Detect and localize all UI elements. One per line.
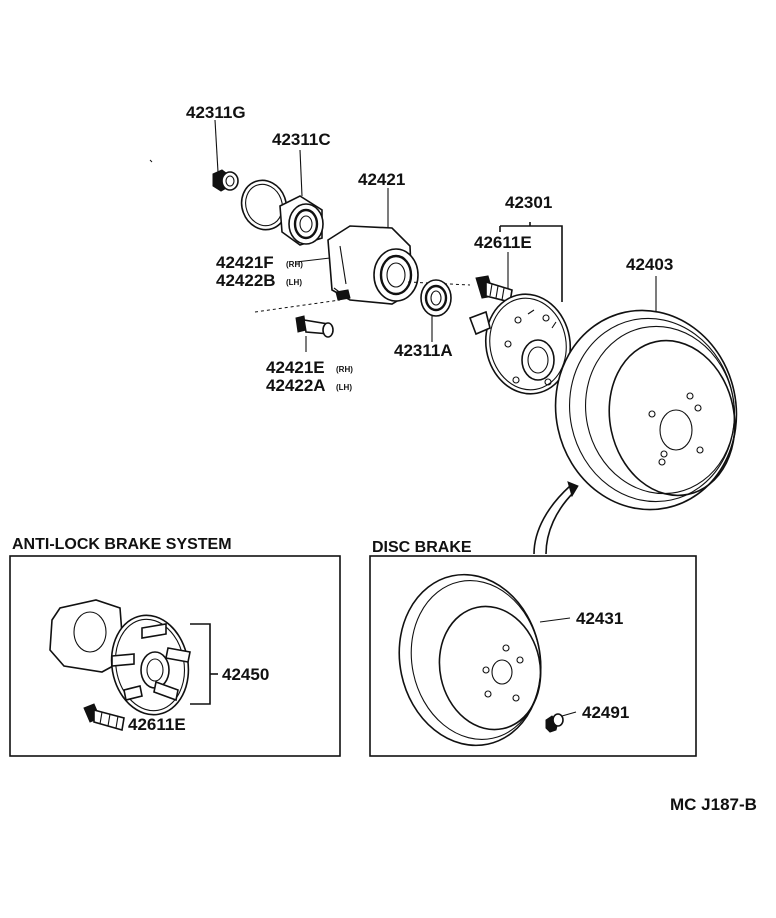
label-42611e: 42611E [474,233,532,252]
label-42422b: 42422B [216,271,276,290]
oil-seal-42311a [420,279,452,342]
carrier-42421 [295,188,419,305]
label-42421f-side: (RH) [286,260,303,269]
label-42311a: 42311A [394,341,453,360]
label-42421f: 42421F [216,253,274,272]
label-42431: 42431 [576,609,623,628]
bolt-42421e [295,315,334,352]
label-42301: 42301 [505,193,552,212]
abs-box-frame [9,555,341,757]
label-abs-42611e: 42611E [128,715,186,734]
hub-bolt-42611e [475,252,513,303]
label-42422a-side: (LH) [336,383,352,392]
label-42421e: 42421E [266,358,325,377]
plug-42491 [545,711,577,733]
label-42491: 42491 [582,703,629,722]
disc-box-frame [369,555,697,757]
label-42450: 42450 [222,665,269,684]
abs-hub-42450 [49,599,218,716]
label-42311g: 42311G [186,103,246,122]
disc-rotor-42431 [398,573,571,747]
nut-42311g [212,119,239,192]
label-42422a: 42422A [266,376,326,395]
label-42311c: 42311C [272,130,331,149]
o-ring-42421f [240,179,288,231]
abs-hub-bolt-42611e [83,703,125,732]
diagram-code: MC J187-B [670,795,757,814]
disc-brake-arrow [533,481,579,555]
brake-drum-42403 [554,276,738,511]
abs-box-title: ANTI-LOCK BRAKE SYSTEM [12,536,232,553]
label-42403: 42403 [626,255,673,274]
axle-hub-42301 [468,222,572,395]
label-42422b-side: (LH) [286,278,302,287]
label-42421: 42421 [358,170,405,189]
disc-box-title: DISC BRAKE [372,539,472,556]
label-42421e-side: (RH) [336,365,353,374]
bearing-42311c [279,149,324,246]
